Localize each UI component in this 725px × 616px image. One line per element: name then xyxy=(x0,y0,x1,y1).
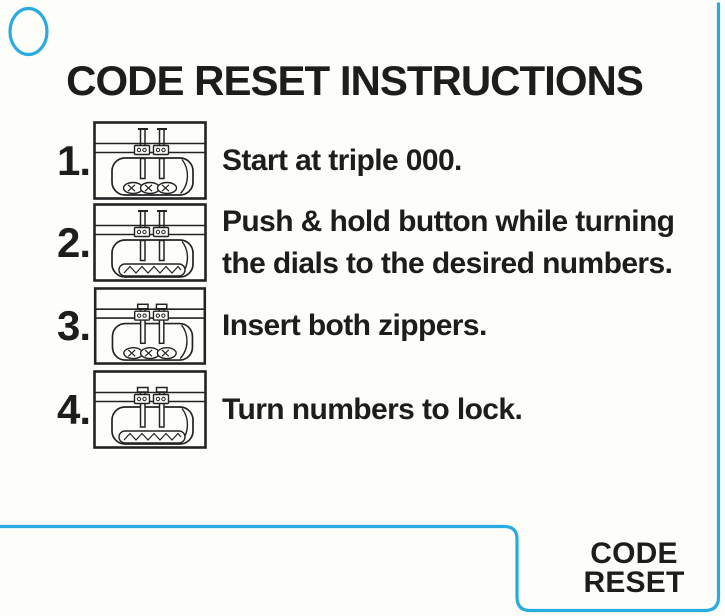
lock-zippers-raised-icon xyxy=(93,120,207,201)
step-1-number: 1. xyxy=(56,136,91,184)
step-4-text: Turn numbers to lock. xyxy=(222,392,523,426)
step-row-2: 2. Push & hold button while turning the … xyxy=(0,202,725,283)
brand-code-reset-label: CODE RESET xyxy=(570,537,698,599)
lock-zippers-inserted-turning-icon xyxy=(93,370,207,449)
step-row-1: 1. Start at triple 000. xyxy=(0,120,725,201)
step-row-3: 3. Insert both zippers. xyxy=(0,287,725,365)
step-2-number: 2. xyxy=(56,218,91,266)
brand-reset-line: RESET xyxy=(583,565,685,599)
punch-hole-circle xyxy=(8,6,49,57)
page-title: CODE RESET INSTRUCTIONS xyxy=(66,57,644,104)
step-2-text: Push & hold button while turning the dia… xyxy=(222,205,675,280)
step-row-4: 4. Turn numbers to lock. xyxy=(0,370,725,449)
lock-zippers-raised-turning-icon xyxy=(93,202,207,283)
step-4-number: 4. xyxy=(56,385,91,433)
step-1-text: Start at triple 000. xyxy=(222,143,462,177)
brand-code-line: CODE xyxy=(590,537,678,570)
step-3-number: 3. xyxy=(56,302,91,349)
step-3-text: Insert both zippers. xyxy=(222,309,487,343)
lock-zippers-inserted-icon xyxy=(93,287,207,365)
